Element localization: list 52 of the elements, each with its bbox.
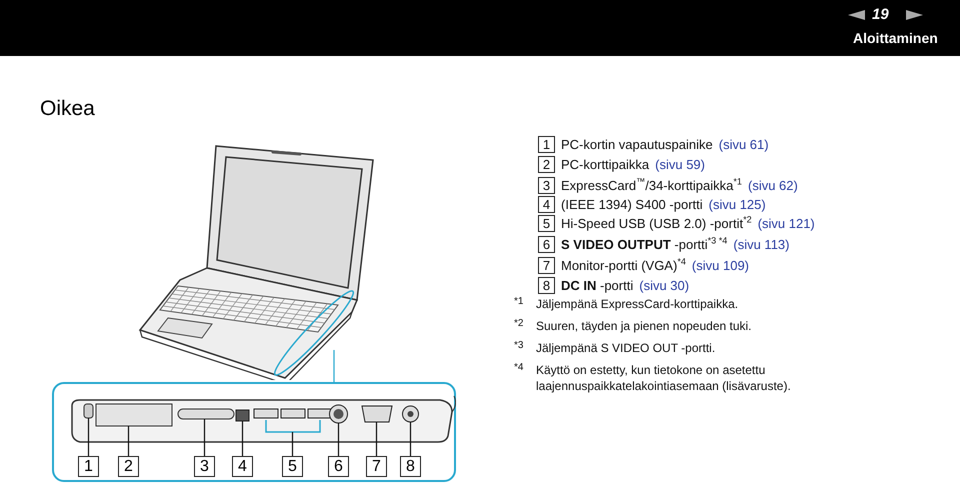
callout-number: 6: [538, 236, 555, 253]
side-view-panel: [52, 382, 456, 482]
page-link: (sivu 62): [748, 178, 798, 193]
footnote-text: Jäljempänä ExpressCard-korttipaikka.: [536, 296, 738, 312]
callout-number: 7: [538, 257, 555, 274]
callout-number: 8: [400, 456, 421, 477]
callout-number: 6: [328, 456, 349, 477]
page-link: (sivu 59): [655, 157, 705, 172]
callout-number: 3: [538, 177, 555, 194]
callout-number: 3: [194, 456, 215, 477]
leader-line: [292, 432, 294, 456]
footnote-text: Suuren, täyden ja pienen nopeuden tuki.: [536, 318, 752, 334]
callout-number: 7: [366, 456, 387, 477]
part-description: ExpressCard$^{™}$/34-korttipaikka$^{*1}$: [561, 178, 742, 193]
footnote-mark: *4: [514, 362, 524, 375]
part-description: (IEEE 1394) S400 -portti: [561, 197, 703, 212]
part-description: S VIDEO OUTPUT -portti$^{*3 *4}$: [561, 237, 728, 252]
footnote-text: Käyttö on estetty, kun tietokone on asetettu laajennuspaikkatelakointiasemaan (lisävaruste).: [536, 362, 792, 394]
page-link: (sivu 125): [708, 197, 766, 212]
callout-number: 2: [538, 156, 555, 173]
leader-line: [376, 422, 378, 456]
page-link: (sivu 109): [692, 258, 749, 273]
callout-number: 4: [232, 456, 253, 477]
footnote-text: Jäljempänä S VIDEO OUT -portti.: [536, 340, 716, 356]
leader-line: [410, 422, 412, 456]
leader-line: [333, 350, 335, 382]
page-link: (sivu 113): [733, 237, 790, 252]
callout-number: 1: [78, 456, 99, 477]
page-number: 19: [872, 6, 889, 23]
part-description: PC-korttipaikka: [561, 157, 650, 172]
page-link: (sivu 30): [639, 278, 690, 293]
leader-line: [338, 423, 340, 456]
leader-line: [204, 419, 206, 456]
page-link: (sivu 61): [718, 137, 769, 152]
callout-number: 5: [538, 215, 555, 232]
callout-number: 1: [538, 136, 555, 153]
footnote-mark: *1: [514, 296, 524, 309]
page-title: Oikea: [40, 97, 95, 121]
page-link: (sivu 121): [758, 216, 815, 231]
part-description: DC IN -portti: [561, 278, 634, 293]
callout-number: 2: [118, 456, 139, 477]
part-description: PC-kortin vapautuspainike: [561, 137, 713, 152]
callout-number: 5: [282, 456, 303, 477]
section-name: Aloittaminen: [853, 30, 938, 46]
part-description: Monitor-portti (VGA)$^{*4}$: [561, 258, 686, 273]
callout-number: 8: [538, 277, 555, 294]
footnote-mark: *2: [514, 318, 524, 331]
part-description: Hi-Speed USB (USB 2.0) -portit$^{*2}$: [561, 216, 752, 231]
footnote-mark: *3: [514, 340, 524, 353]
leader-line: [242, 421, 244, 456]
callout-number: 4: [538, 196, 555, 213]
leader-line: [128, 426, 130, 456]
